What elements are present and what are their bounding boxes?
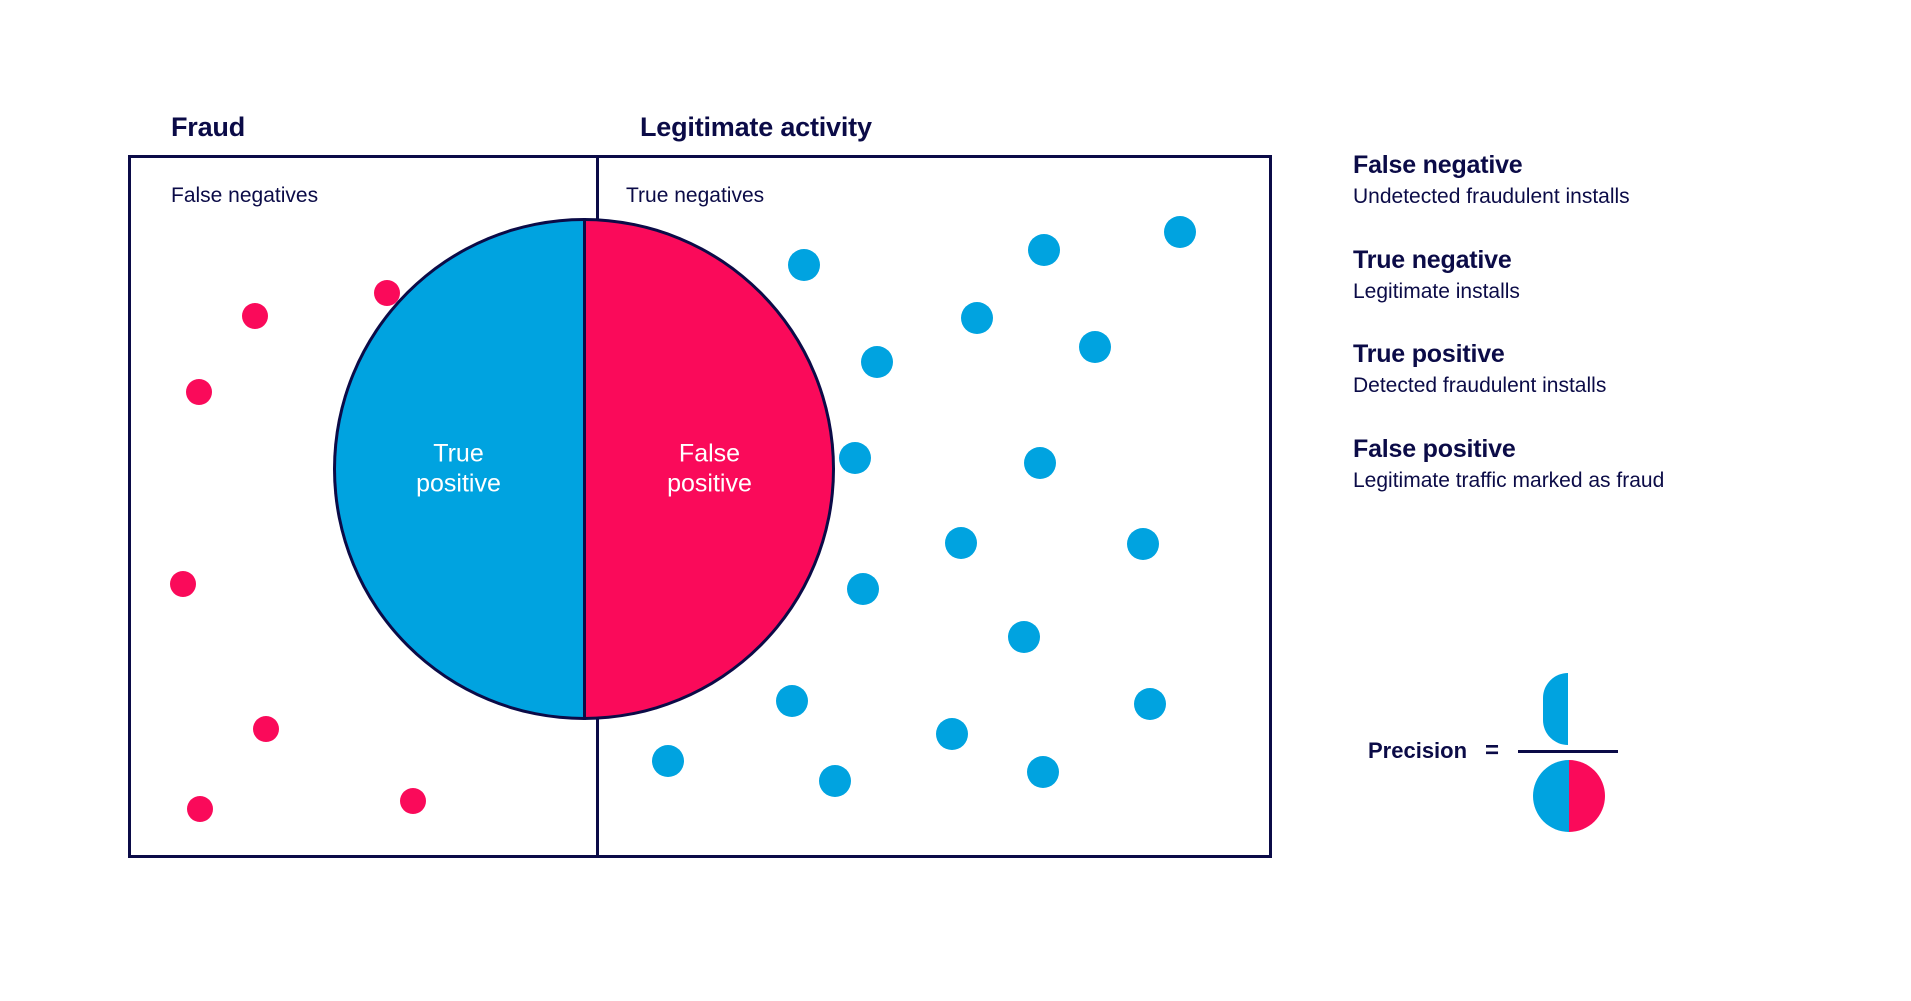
denominator-true-positive-half: [1533, 760, 1569, 832]
scatter-dot-false-negative: [253, 716, 279, 742]
scatter-dot-true-negative: [1024, 447, 1056, 479]
column-heading-legitimate-activity: Legitimate activity: [640, 112, 872, 142]
denominator-full-circle: [1533, 760, 1605, 832]
venn-seam: [583, 218, 586, 720]
panel-label-true-negatives: True negatives: [626, 184, 765, 207]
scatter-dot-false-negative: [187, 796, 213, 822]
scatter-dot-true-negative: [788, 249, 820, 281]
precision-formula: Precision =: [1368, 655, 1688, 845]
scatter-dot-false-negative: [242, 303, 268, 329]
legend-term: True positive: [1353, 340, 1505, 369]
scatter-dot-false-negative: [170, 571, 196, 597]
scatter-dot-true-negative: [652, 745, 684, 777]
venn-half-true-positive: [333, 218, 584, 720]
scatter-dot-true-negative: [1164, 216, 1196, 248]
legend-description: Undetected fraudulent installs: [1353, 185, 1630, 209]
scatter-dot-true-negative: [1027, 756, 1059, 788]
scatter-dot-true-negative: [1028, 234, 1060, 266]
venn-circle: True positive False positive: [333, 218, 835, 720]
scatter-dot-true-negative: [1079, 331, 1111, 363]
scatter-dot-true-negative: [1134, 688, 1166, 720]
diagram-frame: False negatives True negatives True posi…: [128, 155, 1272, 858]
equals-sign: =: [1485, 737, 1500, 764]
scatter-dot-false-negative: [186, 379, 212, 405]
panel-label-false-negatives: False negatives: [171, 184, 319, 207]
scatter-dot-true-negative: [839, 442, 871, 474]
legend-term: True negative: [1353, 245, 1512, 274]
fraction-bar: [1518, 750, 1618, 753]
scatter-dot-true-negative: [861, 346, 893, 378]
legend-item-true-positive: True positive Detected fraudulent instal…: [1353, 339, 1873, 400]
scatter-dot-true-negative: [847, 573, 879, 605]
scatter-dot-true-negative: [1008, 621, 1040, 653]
column-heading-fraud: Fraud: [171, 112, 246, 142]
scatter-dot-true-negative: [819, 765, 851, 797]
scatter-dot-true-negative: [961, 302, 993, 334]
scatter-dot-true-negative: [776, 685, 808, 717]
legend-description: Legitimate traffic marked as fraud: [1353, 468, 1665, 492]
legend-item-false-positive: False positive Legitimate traffic marked…: [1353, 434, 1873, 495]
legend-description: Detected fraudulent installs: [1353, 374, 1607, 398]
denominator-false-positive-half: [1569, 760, 1605, 832]
scatter-dot-true-negative: [945, 527, 977, 559]
scatter-dot-true-negative: [1127, 528, 1159, 560]
venn-half-false-positive: [584, 218, 835, 720]
precision-label: Precision: [1368, 738, 1468, 763]
scatter-dot-false-negative: [400, 788, 426, 814]
legend-item-false-negative: False negative Undetected fraudulent ins…: [1353, 150, 1873, 211]
legend: False negative Undetected fraudulent ins…: [1353, 150, 1873, 528]
numerator-true-positive-half-circle: [1543, 673, 1568, 745]
legend-description: Legitimate installs: [1353, 279, 1520, 303]
scatter-dot-true-negative: [936, 718, 968, 750]
legend-item-true-negative: True negative Legitimate installs: [1353, 245, 1873, 306]
legend-term: False positive: [1353, 434, 1516, 463]
legend-term: False negative: [1353, 151, 1523, 179]
